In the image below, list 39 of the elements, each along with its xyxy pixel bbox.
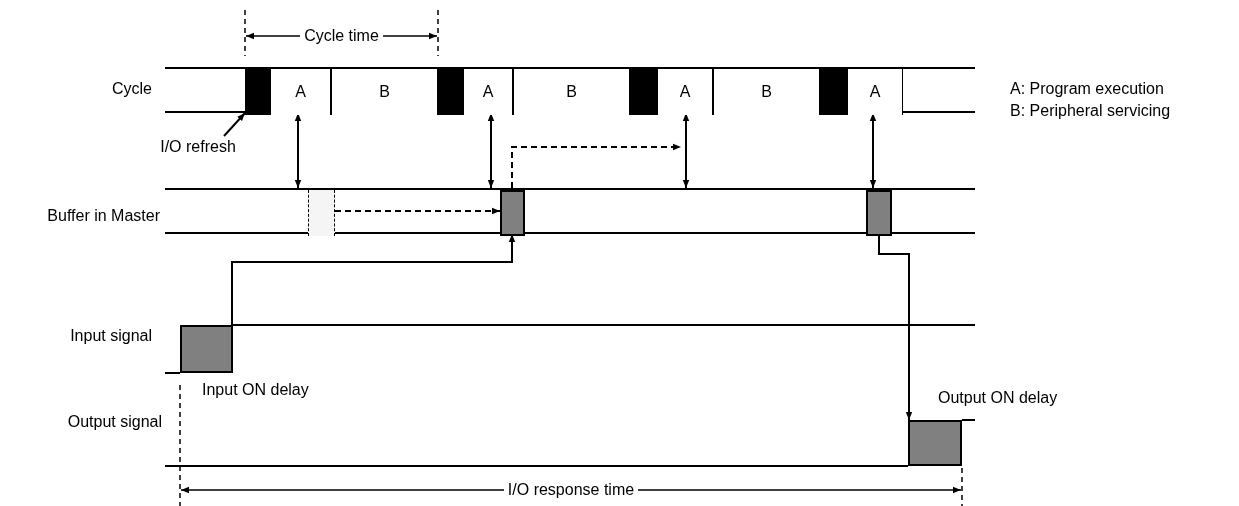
node-label: A [295, 84, 306, 100]
refresh-bar [820, 69, 847, 115]
phase-block [713, 69, 820, 115]
node-label: A [679, 84, 691, 100]
arrow [511, 143, 682, 189]
node-label: B [566, 84, 577, 100]
timeline-band [165, 188, 975, 234]
text-label: Output signal [67, 412, 162, 432]
node-label: A [869, 84, 881, 100]
row-label: Buffer in Master [47, 206, 160, 226]
phase-block [657, 69, 713, 115]
timeline-band [165, 67, 975, 113]
text-label: Input signal [70, 326, 152, 346]
leader-line [223, 112, 246, 137]
row-label: Input ON delay [202, 380, 309, 400]
dashed-bar [308, 190, 335, 236]
node-label: A [482, 84, 494, 100]
node-label: B [761, 84, 772, 100]
refresh-bar [630, 69, 657, 115]
buffer-bar [500, 190, 525, 236]
phase-block [331, 69, 438, 115]
phase-block [847, 69, 903, 115]
text-label: B: Peripheral servicing [1010, 101, 1171, 121]
row-label: Output ON delay [938, 388, 1058, 408]
delay-pulse [908, 420, 962, 466]
delay-pulse [180, 325, 233, 373]
phase-block [463, 69, 513, 115]
refresh-bar [245, 69, 270, 115]
arrow [334, 207, 501, 215]
dimension-label: Cycle time [300, 26, 383, 46]
node-label: B [379, 84, 390, 100]
refresh-bar [438, 69, 463, 115]
text-label: A: Program execution [1010, 79, 1164, 99]
row-label: Cycle [112, 79, 152, 99]
dimension-label: I/O response time [503, 480, 639, 500]
phase-block [513, 69, 630, 115]
phase-block [270, 69, 331, 115]
node-label: I/O refresh [160, 139, 236, 155]
buffer-bar [866, 190, 892, 236]
